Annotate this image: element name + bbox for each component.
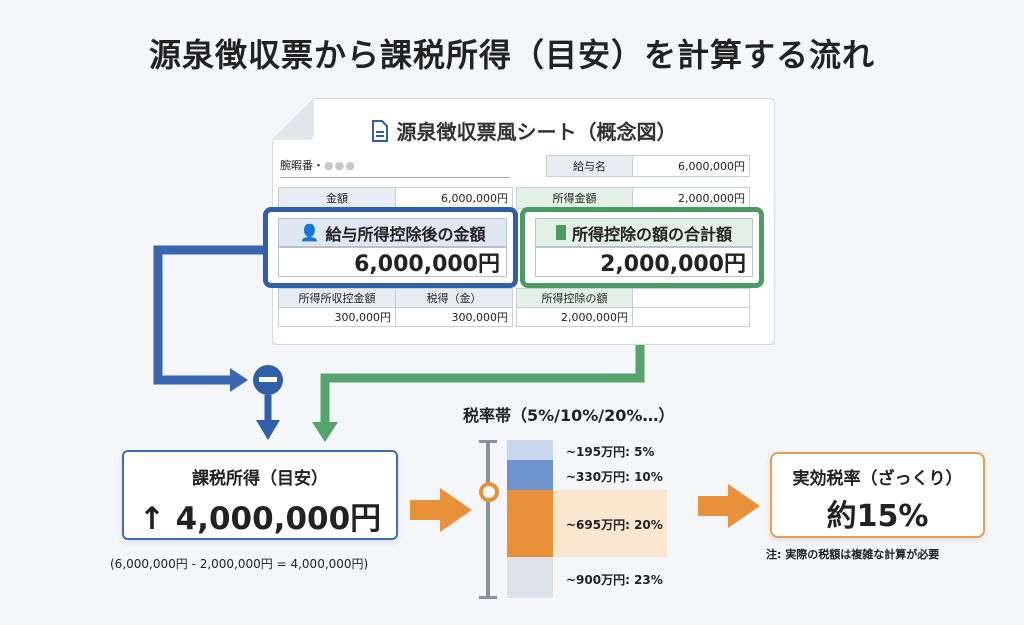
axis-cap-bottom	[479, 596, 497, 599]
bottom-value-2: 300,000円	[395, 307, 513, 327]
id-field: 腕暇番・●●●	[280, 157, 510, 178]
blue-connector	[153, 245, 263, 385]
band-label: ~330万円: 10%	[566, 470, 663, 484]
building-icon	[555, 225, 566, 240]
band-20	[507, 490, 553, 557]
effective-rate-value: 約15%	[826, 499, 929, 534]
salary-value: 6,000,000円	[632, 155, 750, 177]
post-deduction-value: 6,000,000円	[278, 247, 507, 277]
orange-arrow-2	[698, 484, 760, 528]
band-highlight	[553, 490, 667, 557]
formula: (6,000,000円 - 2,000,000円 = 4,000,000円)	[110, 557, 369, 571]
band-5	[507, 440, 553, 460]
sheet-title: 源泉徴収票風シート（概念図）	[272, 116, 775, 145]
amount-value: 6,000,000円	[395, 187, 513, 209]
down-arrowhead	[256, 420, 280, 440]
bottom-value-4	[632, 307, 750, 327]
band-10	[507, 460, 553, 490]
green-arrowhead	[312, 422, 338, 442]
post-deduction-box: 👤給与所得控除後の金額 6,000,000円	[263, 207, 518, 288]
deduction-total-box: 所得控除の額の合計額 2,000,000円	[520, 207, 764, 288]
salary-label: 給与名	[546, 155, 633, 177]
income-value: 2,000,000円	[632, 187, 750, 209]
taxable-income-box: 課税所得（目安） ↑ 4,000,000円	[122, 450, 398, 540]
folded-corner	[272, 98, 314, 140]
income-label: 所得金額	[516, 187, 633, 209]
page-title: 源泉徴収票から課税所得（目安）を計算する流れ	[148, 36, 875, 74]
effective-rate-box: 実効税率（ざっくり） 約15%	[770, 452, 985, 538]
tax-band-title: 税率帯（5%/10%/20%…）	[463, 406, 675, 425]
band-label: ~900万円: 23%	[566, 573, 663, 587]
blue-arrowhead	[230, 368, 248, 392]
band-axis	[486, 440, 490, 598]
taxable-income-value: 4,000,000円	[175, 501, 382, 537]
amount-label: 金額	[278, 187, 396, 209]
effective-rate-label: 実効税率（ざっくり）	[792, 469, 963, 489]
bottom-label-2: 税得（金）	[395, 288, 513, 308]
position-marker	[479, 482, 499, 502]
taxable-income-label: 課税所得（目安）	[192, 469, 328, 489]
bottom-value-1: 300,000円	[278, 307, 396, 327]
band-label: ~695万円: 20%	[566, 518, 663, 532]
deduction-total-value: 2,000,000円	[535, 247, 753, 277]
note: 注: 実際の税額は複雑な計算が必要	[766, 548, 940, 561]
person-icon: 👤	[299, 223, 320, 242]
pointer-arrow-icon: ⇦	[507, 484, 521, 503]
bottom-value-3: 2,000,000円	[516, 307, 633, 327]
band-23	[507, 557, 553, 598]
orange-arrow-1	[410, 488, 472, 532]
document-icon	[371, 120, 388, 142]
up-arrow-icon: ↑	[138, 501, 165, 537]
band-label: ~195万円: 5%	[566, 445, 655, 459]
bottom-label-3: 所得控除の額	[516, 288, 633, 308]
bottom-label-1: 所得所収控金額	[278, 288, 396, 308]
bottom-label-4	[632, 288, 750, 308]
axis-cap-top	[479, 440, 497, 443]
